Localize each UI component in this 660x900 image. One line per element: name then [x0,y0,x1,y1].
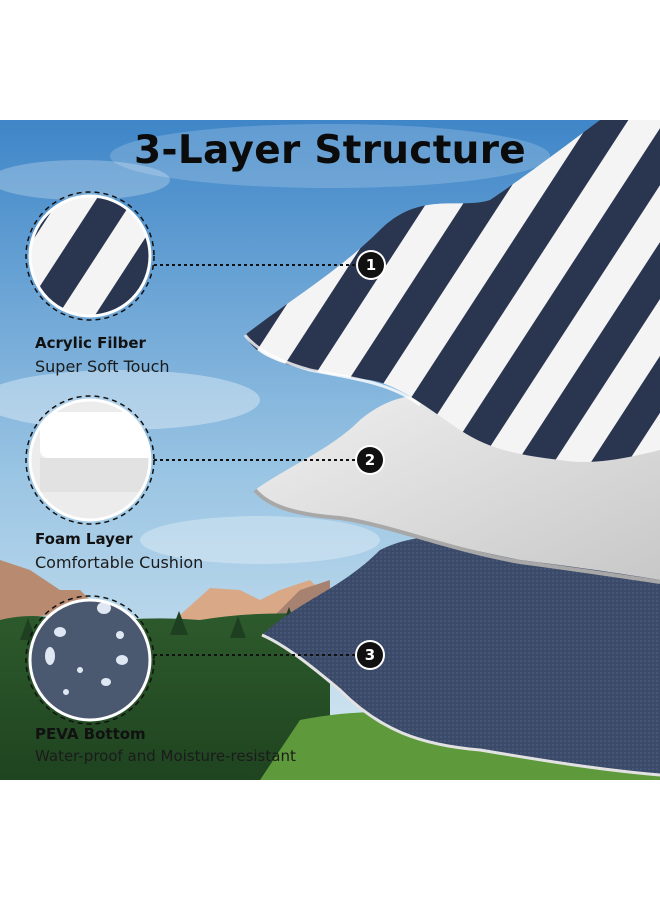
product-infographic: 3-Layer Structure 1 2 3 Acrylic Filber S… [0,120,660,780]
acrylic-sample-circle [25,191,155,321]
background-scene [0,120,660,780]
layer-1-name: Acrylic Filber [35,334,146,352]
layer-2-description: Comfortable Cushion [35,553,204,572]
page-title: 3-Layer Structure [133,128,526,173]
layer-2-name: Foam Layer [35,530,133,548]
layer-3-description: Water-proof and Moisture-resistant [35,747,296,765]
layer-1-description: Super Soft Touch [35,357,170,376]
layer-2-badge: 2 [357,447,383,473]
layer-3-badge: 3 [357,642,383,668]
layer-3-name: PEVA Bottom [35,725,146,743]
layer-1-badge: 1 [358,252,384,278]
peva-layer-shape [262,535,660,775]
foam-sample-circle [25,395,155,525]
peva-sample-circle [25,595,155,725]
